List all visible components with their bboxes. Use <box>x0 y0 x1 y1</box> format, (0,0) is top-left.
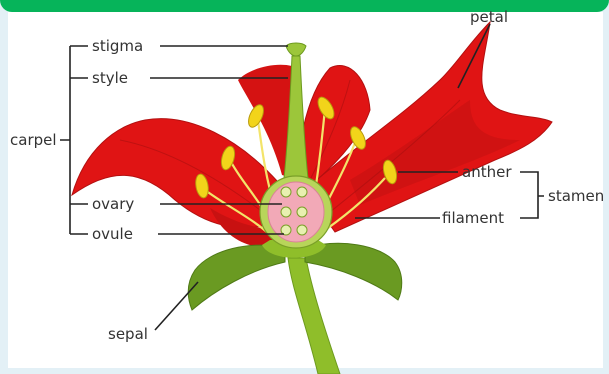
label-ovule: ovule <box>92 225 133 243</box>
label-stamen: stamen <box>548 187 604 205</box>
label-style: style <box>92 69 128 87</box>
label-anther: anther <box>462 163 512 181</box>
label-filament: filament <box>442 209 504 227</box>
stem <box>288 258 340 374</box>
sepal-right <box>305 243 402 300</box>
label-petal: petal <box>470 8 508 26</box>
sepal-left <box>188 245 285 310</box>
label-carpel: carpel <box>10 131 57 149</box>
label-ovary: ovary <box>92 195 134 213</box>
label-sepal: sepal <box>108 325 148 343</box>
bracket-stamen <box>520 172 544 218</box>
stigma <box>286 43 306 56</box>
bracket-carpel <box>60 46 88 234</box>
label-stigma: stigma <box>92 37 143 55</box>
